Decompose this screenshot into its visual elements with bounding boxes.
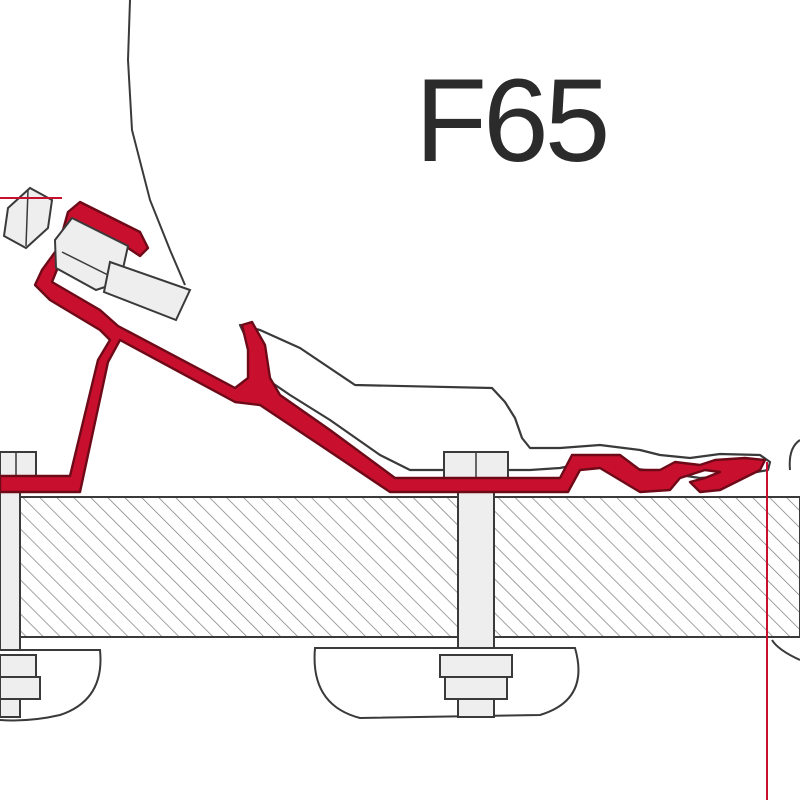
wall-panel xyxy=(0,496,800,638)
bolt-head-center xyxy=(443,451,509,479)
model-label: F65 xyxy=(415,55,610,187)
clamp-bolt xyxy=(2,186,192,322)
bottom-nut-left xyxy=(0,654,41,718)
bottom-nut-center xyxy=(439,654,513,718)
awning-outline xyxy=(126,0,186,286)
bolt-head-left xyxy=(0,451,37,479)
right-edge-outline xyxy=(771,439,800,661)
awning-rail-outline xyxy=(238,323,772,480)
